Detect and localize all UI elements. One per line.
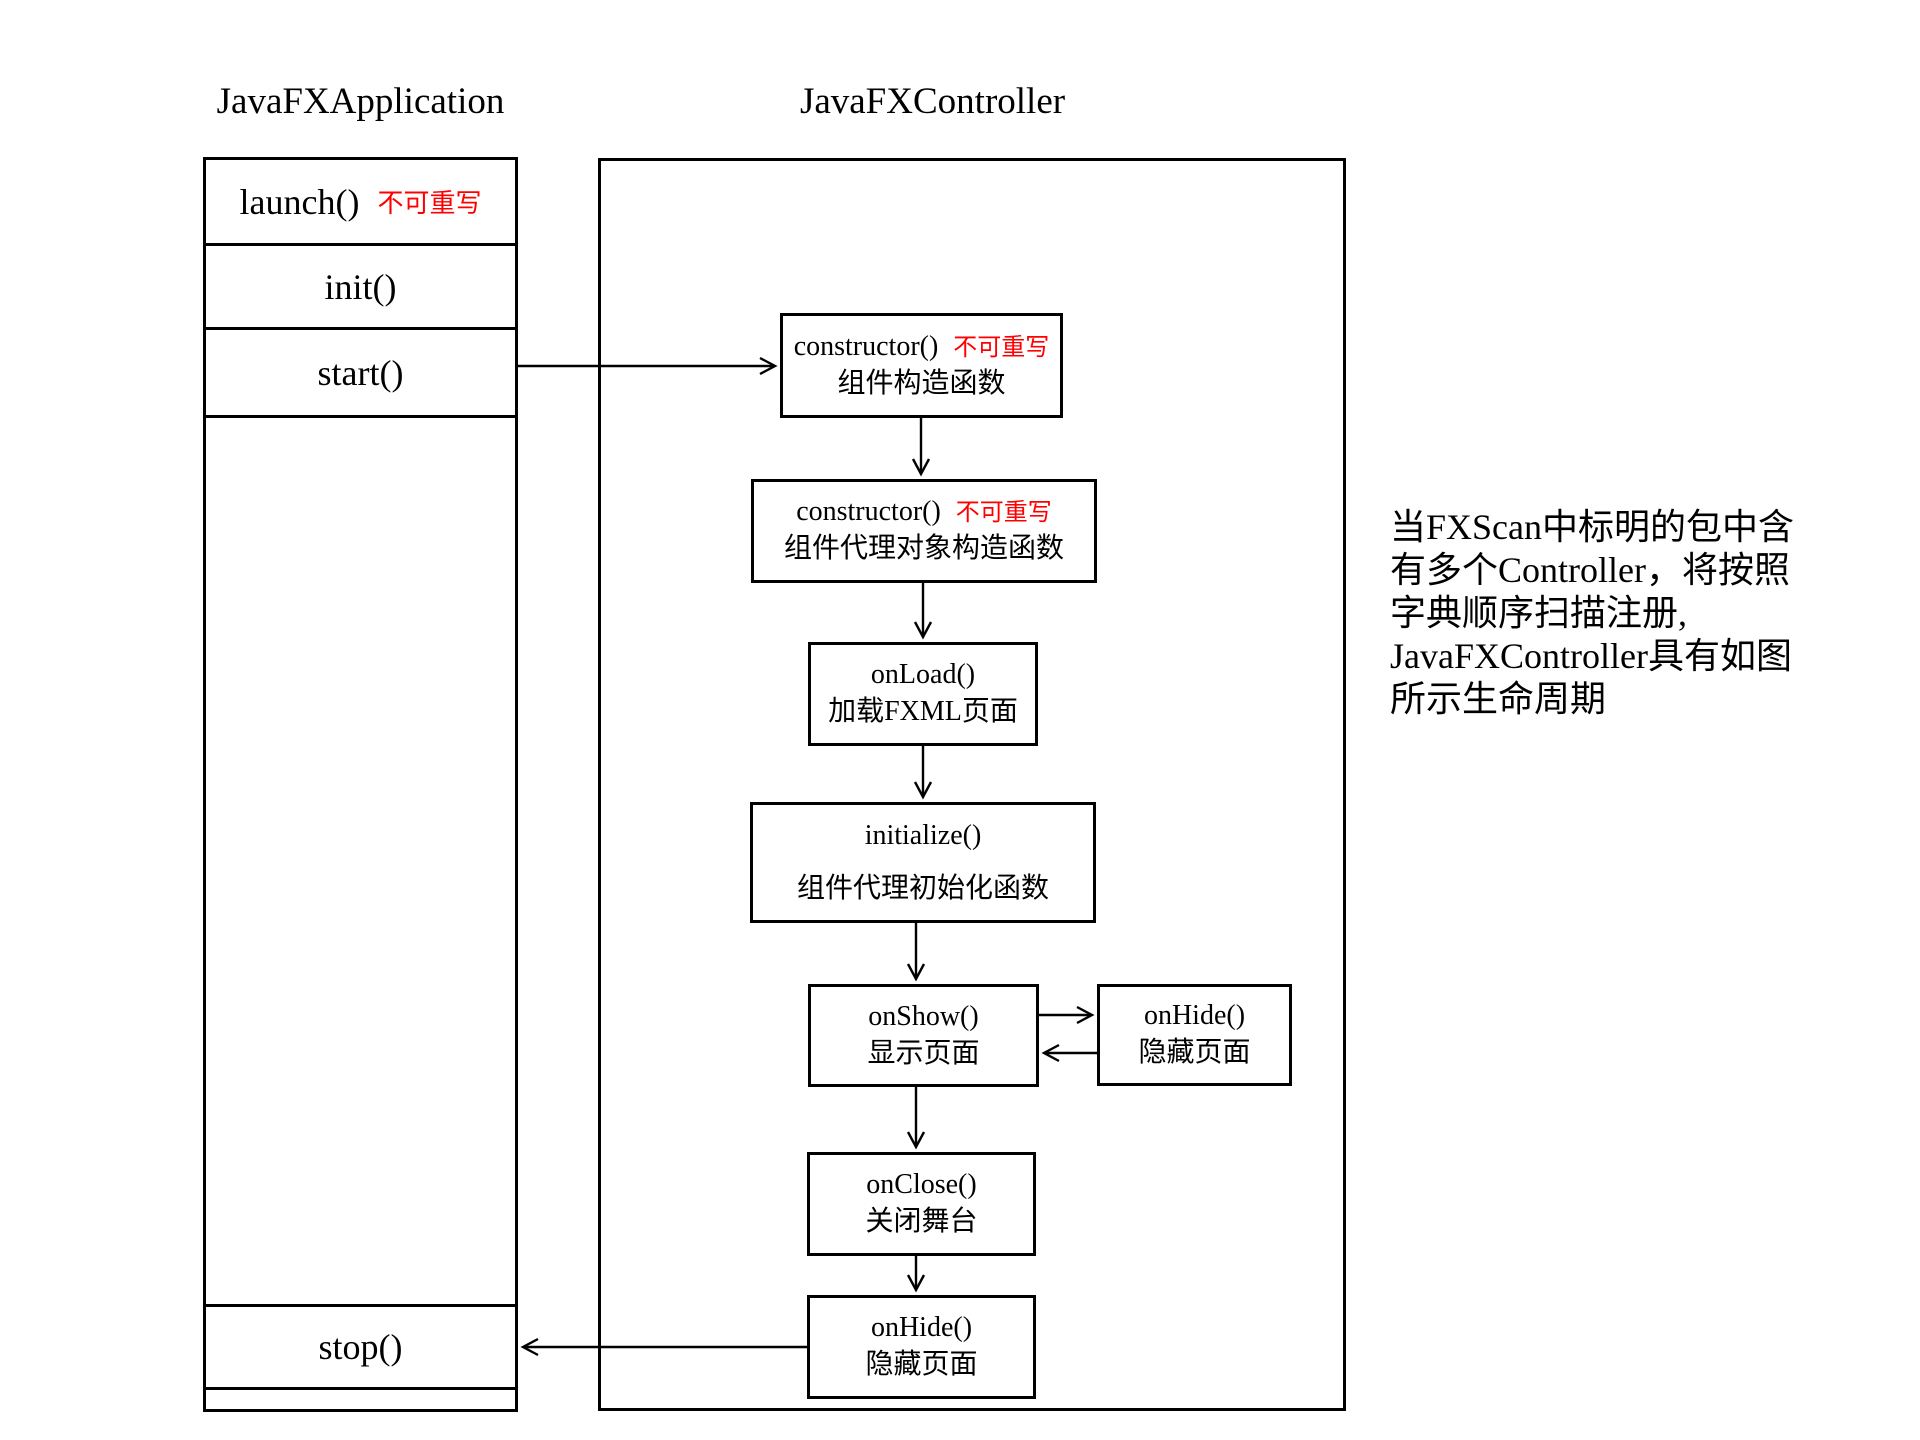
initialize-box: initialize() 组件代理初始化函数 (750, 802, 1096, 923)
launch-row: launch() 不可重写 (206, 160, 515, 246)
note-line: 字典顺序扫描注册, (1390, 593, 1688, 633)
note-line: JavaFXController具有如图 (1390, 636, 1792, 676)
start-label: start() (317, 352, 404, 393)
stop-row: stop() (206, 1304, 515, 1390)
onhide-side-box: onHide() 隐藏页面 (1097, 984, 1292, 1086)
onhide-side-description: 隐藏页面 (1138, 1037, 1251, 1068)
onload-label: onLoad() (870, 659, 976, 691)
note-line: 所示生命周期 (1390, 679, 1607, 719)
constructor-label: constructor() (793, 330, 939, 362)
application-empty-region (206, 415, 515, 1304)
onhide-bottom-label: onHide() (870, 1312, 973, 1344)
proxy-constructor-label: constructor() (796, 496, 941, 528)
initialize-label: initialize() (864, 819, 982, 851)
init-label: init() (324, 266, 397, 307)
launch-not-overridable-note: 不可重写 (377, 189, 482, 218)
onshow-label: onShow() (868, 1000, 979, 1032)
onload-description: 加载FXML页面 (828, 696, 1018, 727)
onhide-side-label: onHide() (1143, 1000, 1246, 1032)
constructor-box: constructor() 不可重写 组件构造函数 (780, 313, 1063, 418)
constructor-description: 组件构造函数 (837, 367, 1006, 399)
javafx-controller-box (598, 158, 1346, 1411)
note-line: 有多个Controller，将按照 (1390, 550, 1790, 590)
onshow-description: 显示页面 (867, 1037, 980, 1069)
controller-lifecycle-note: 当FXScan中标明的包中含 有多个Controller，将按照 字典顺序扫描注… (1390, 506, 1900, 721)
constructor-not-overridable-note: 不可重写 (953, 334, 1050, 361)
onclose-box: onClose() 关闭舞台 (807, 1152, 1036, 1256)
onhide-bottom-description: 隐藏页面 (865, 1349, 978, 1380)
proxy-constructor-box: constructor() 不可重写 组件代理对象构造函数 (751, 479, 1097, 583)
onhide-bottom-box: onHide() 隐藏页面 (807, 1295, 1036, 1399)
proxy-constructor-not-overridable-note: 不可重写 (955, 500, 1052, 527)
initialize-description: 组件代理初始化函数 (796, 872, 1049, 904)
javafx-application-title: JavaFXApplication (216, 81, 505, 122)
start-row: start() (206, 330, 515, 415)
onload-box: onLoad() 加载FXML页面 (808, 642, 1038, 746)
stop-label: stop() (318, 1327, 403, 1367)
onshow-box: onShow() 显示页面 (808, 984, 1039, 1087)
note-line: 当FXScan中标明的包中含 (1390, 507, 1794, 547)
javafx-controller-title: JavaFXController (799, 81, 1066, 122)
proxy-constructor-description: 组件代理对象构造函数 (783, 533, 1064, 564)
application-footer-strip (206, 1390, 515, 1409)
javafx-application-box: launch() 不可重写 init() start() stop() (203, 157, 518, 1412)
onclose-label: onClose() (866, 1169, 977, 1201)
launch-label: launch() (239, 181, 360, 222)
init-row: init() (206, 246, 515, 330)
onclose-description: 关闭舞台 (865, 1206, 978, 1237)
